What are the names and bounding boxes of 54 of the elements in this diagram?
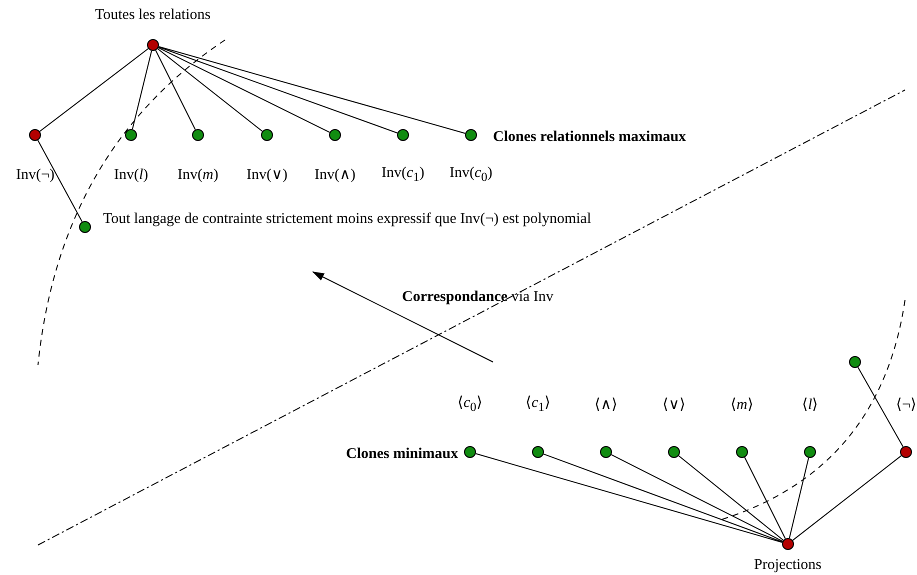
vertex-label: Inv(∨) (246, 168, 288, 182)
connector-line (857, 366, 904, 448)
vertex-dot (79, 221, 91, 233)
connector-line (543, 454, 783, 542)
connector-line (155, 50, 196, 130)
vertex-dot (464, 446, 476, 458)
connector-line (744, 456, 786, 540)
vertex-label: Inv(m) (178, 168, 218, 182)
vertex-dot (849, 356, 861, 368)
vertex-dot (532, 446, 544, 458)
vertex-label: Inv(c$_{0}$) (450, 166, 492, 184)
vertex-label: ⟨∨⟩ (662, 398, 686, 412)
vertex-dot (29, 129, 41, 141)
vertex-dot (192, 129, 204, 141)
vertex-label: ⟨¬⟩ (896, 398, 916, 412)
vertex-label: ⟨m⟩ (730, 398, 754, 412)
annotation-text: Correspondance via Inv (402, 290, 554, 305)
vertex-label: Inv(¬) (16, 168, 54, 182)
vertex-label: Projections (754, 558, 822, 572)
vertex-dot (125, 129, 137, 141)
vertex-label: ⟨c$_{0}$⟩ (458, 396, 482, 414)
vertex-label: ⟨c$_{1}$⟩ (526, 396, 550, 414)
connector-line (158, 47, 330, 133)
vertex-label: Toutes les relations (95, 8, 211, 22)
connector-line (37, 140, 83, 222)
vertex-dot (465, 129, 477, 141)
connector-line (132, 50, 152, 130)
vertex-dot (782, 538, 794, 550)
connector-line (610, 454, 784, 542)
vertex-dot (397, 129, 409, 141)
vertex-label: ⟨∧⟩ (594, 398, 618, 412)
vertex-label: Inv(c$_{1}$) (382, 166, 424, 184)
vertex-dot (804, 446, 816, 458)
connector-line (158, 46, 398, 134)
vertex-dot (600, 446, 612, 458)
vertex-label: Inv(∧) (314, 168, 356, 182)
vertex-label: Tout langage de contrainte strictement moins expressif que Inv(¬) est polynomial (103, 212, 592, 226)
connector-line (788, 457, 810, 539)
vertex-dot (329, 129, 341, 141)
vertex-label: Inv(l) (114, 168, 148, 182)
connector-line (678, 455, 784, 541)
vertex-dot (736, 446, 748, 458)
connector-line (39, 48, 149, 132)
vertex-dot (668, 446, 680, 458)
vertex-label: ⟨l⟩ (802, 398, 818, 412)
connector-line (792, 455, 902, 541)
annotation-text: Clones relationnels maximaux (493, 130, 686, 145)
connector-line (158, 46, 466, 134)
vertex-dot (261, 129, 273, 141)
vertex-dot (900, 446, 912, 458)
connector-line (157, 48, 263, 132)
vertex-dot (147, 39, 159, 51)
annotation-text: Clones minimaux (346, 447, 458, 462)
connector-line (475, 453, 783, 543)
